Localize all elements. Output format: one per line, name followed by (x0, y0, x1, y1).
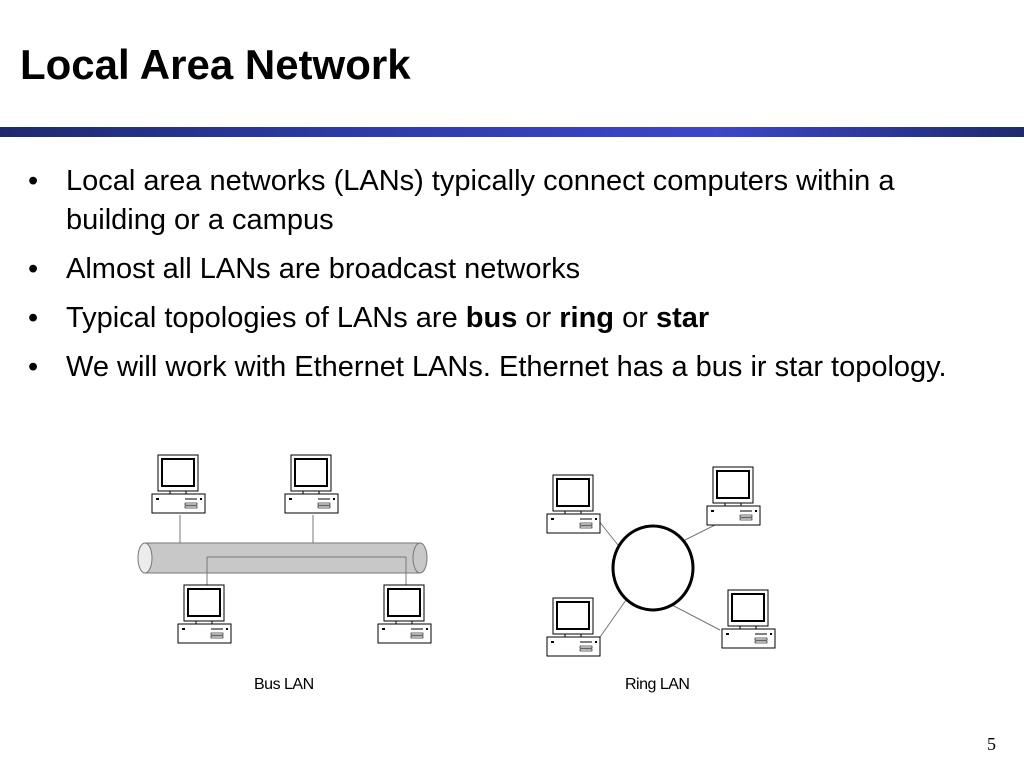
computer-icon (284, 454, 339, 514)
computer-icon (546, 597, 601, 657)
computer-icon (721, 589, 776, 649)
bullet-marker: • (28, 253, 39, 285)
bullet-text: Typical topologies of LANs are bus or ri… (66, 302, 709, 334)
computer-icon (177, 584, 232, 644)
bullet-list: • Local area networks (LANs) typically c… (28, 162, 988, 397)
bullet-text: Almost all LANs are broadcast networks (66, 253, 581, 285)
bullet-text-part: or (517, 302, 560, 334)
ring-link-wire (671, 604, 721, 631)
ring-link-wire (597, 599, 627, 641)
page-number: 5 (987, 734, 996, 754)
computer-icon (377, 584, 432, 644)
bullet-item: • Typical topologies of LANs are bus or … (28, 299, 988, 338)
slide-title: Local Area Network (20, 41, 411, 88)
bullet-marker: • (28, 165, 39, 197)
bullet-text: Local area networks (LANs) typically con… (66, 165, 895, 236)
ring-lan-caption: Ring LAN (625, 676, 690, 693)
bullet-marker: • (28, 302, 39, 334)
bus-lan-diagram (137, 454, 432, 644)
computer-icon (706, 466, 761, 526)
bullet-text-part: Typical topologies of LANs are (66, 302, 466, 334)
bus-cable (137, 542, 428, 574)
bullet-item: • Almost all LANs are broadcast networks (28, 250, 988, 289)
computer-icon (546, 474, 601, 534)
bullet-text-part: or (614, 302, 656, 334)
topology-ring: ring (559, 302, 615, 334)
bullet-text: We will work with Ethernet LANs. Etherne… (66, 351, 947, 383)
topology-bus: bus (465, 302, 518, 334)
ring-lan-diagram (546, 466, 776, 657)
ring-loop (611, 524, 695, 612)
bullet-marker: • (28, 351, 39, 383)
ring-link-wire (597, 519, 619, 546)
title-divider (0, 127, 1024, 137)
bus-lan-caption: Bus LAN (254, 676, 314, 693)
computer-icon (151, 454, 206, 514)
bullet-item: • Local area networks (LANs) typically c… (28, 162, 988, 240)
topology-star: star (655, 302, 710, 334)
bullet-item: • We will work with Ethernet LANs. Ether… (28, 348, 988, 387)
